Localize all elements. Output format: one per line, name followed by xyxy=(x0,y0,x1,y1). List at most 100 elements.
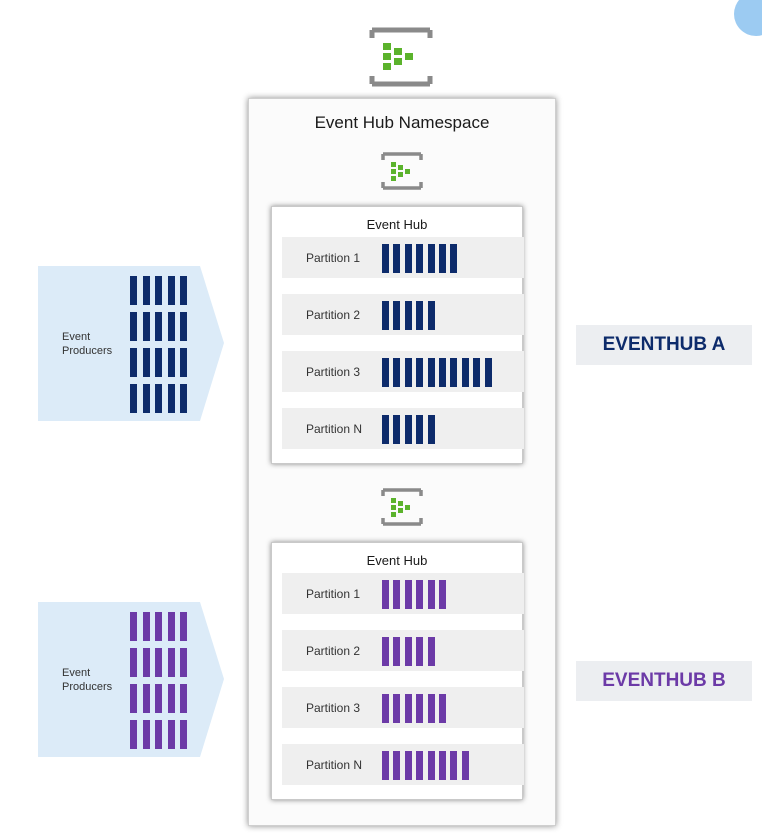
event-bar xyxy=(404,244,412,273)
producer-event xyxy=(142,684,150,713)
producer-event xyxy=(142,384,150,413)
event-bar xyxy=(427,694,435,723)
producer-event xyxy=(167,312,175,341)
event-bar xyxy=(393,751,401,780)
partition-row: Partition 1 xyxy=(282,237,524,278)
producer-event xyxy=(130,312,137,341)
producer-event xyxy=(130,720,137,749)
event-bar xyxy=(382,358,389,387)
producer-event xyxy=(130,384,137,413)
event-bar xyxy=(439,694,446,723)
partition-label: Partition 1 xyxy=(306,587,361,601)
event-bar xyxy=(461,358,469,387)
event-bar xyxy=(404,637,412,666)
event-bar xyxy=(416,301,424,330)
corner-circle xyxy=(734,0,762,36)
producer-event xyxy=(180,312,187,341)
event-bar xyxy=(393,358,401,387)
producer-event xyxy=(180,348,187,377)
producer-event xyxy=(155,720,162,749)
event-bar xyxy=(450,244,458,273)
partition-label: Partition 2 xyxy=(306,644,361,658)
producer-event xyxy=(167,384,175,413)
event-bar xyxy=(416,415,424,444)
hub-title: Event Hub xyxy=(366,553,428,568)
producer-event xyxy=(155,684,162,713)
partition-row: Partition 3 xyxy=(282,687,524,728)
producer-event xyxy=(142,612,150,641)
event-bar xyxy=(382,637,389,666)
producer-event xyxy=(130,648,137,677)
event-bar xyxy=(404,751,412,780)
event-bar xyxy=(393,637,401,666)
producer-event xyxy=(167,684,175,713)
event-bar xyxy=(393,415,401,444)
event-bar xyxy=(393,694,401,723)
partition-label: Partition 3 xyxy=(306,365,361,379)
event-bar xyxy=(404,415,412,444)
event-hub-namespace: Event Hub Namespace Event Hub Partition … xyxy=(248,98,556,826)
producer-arrow-shape xyxy=(38,602,224,757)
event-bar xyxy=(404,358,412,387)
producer-event xyxy=(180,384,187,413)
producer-event xyxy=(155,312,162,341)
producer-event xyxy=(130,612,137,641)
event-bar xyxy=(461,751,469,780)
producer-event xyxy=(142,720,150,749)
partition-row: Partition 2 xyxy=(282,294,524,335)
partition-row: Partition 2 xyxy=(282,630,524,671)
event-bar xyxy=(473,358,481,387)
event-bar xyxy=(416,751,424,780)
producer-event xyxy=(180,684,187,713)
producer-event xyxy=(130,348,137,377)
eventhub-b-label: EVENTHUB B xyxy=(576,661,752,701)
hub-title: Event Hub xyxy=(366,217,428,232)
event-bar xyxy=(416,580,424,609)
producer-event xyxy=(180,648,187,677)
event-bar xyxy=(416,358,424,387)
event-bar xyxy=(427,415,435,444)
eventhub-a-label: EVENTHUB A xyxy=(576,325,752,365)
event-bar xyxy=(439,751,446,780)
producer-event xyxy=(180,276,187,305)
event-bar xyxy=(416,637,424,666)
partition-row: Partition N xyxy=(282,408,524,449)
partition-label: Partition 1 xyxy=(306,251,361,265)
event-bar xyxy=(427,580,435,609)
namespace-title: Event Hub Namespace xyxy=(314,113,490,132)
event-producers-a: Event Producers xyxy=(38,266,224,421)
partition-label: Partition N xyxy=(306,422,363,436)
event-bar xyxy=(404,580,412,609)
event-bar xyxy=(382,244,389,273)
event-bar xyxy=(439,580,446,609)
event-bar xyxy=(393,301,401,330)
event-bar xyxy=(427,358,435,387)
event-bar xyxy=(416,694,424,723)
event-producers-b: Event Producers xyxy=(38,602,224,757)
producer-event xyxy=(130,276,137,305)
producers-label: Event Producers xyxy=(62,667,113,693)
producer-event-grid xyxy=(130,612,196,749)
event-bar xyxy=(393,244,401,273)
event-bar xyxy=(450,751,458,780)
producer-event xyxy=(155,276,162,305)
producer-event xyxy=(142,276,150,305)
partition-row: Partition N xyxy=(282,744,524,785)
event-bar xyxy=(404,301,412,330)
producer-event xyxy=(167,720,175,749)
producer-event xyxy=(155,348,162,377)
producer-event xyxy=(142,312,150,341)
producer-event xyxy=(180,720,187,749)
event-bar xyxy=(382,580,389,609)
producer-event xyxy=(167,348,175,377)
partition-row: Partition 3 xyxy=(282,351,524,392)
event-bar xyxy=(416,244,424,273)
producer-event xyxy=(142,348,150,377)
producer-event xyxy=(155,384,162,413)
event-hub-b: Event Hub Partition 1 Partition 2 Partitio… xyxy=(271,542,524,800)
event-bar xyxy=(382,751,389,780)
event-hub-icon xyxy=(379,487,425,527)
event-bar xyxy=(382,694,389,723)
event-bar xyxy=(439,358,446,387)
event-bar xyxy=(427,637,435,666)
